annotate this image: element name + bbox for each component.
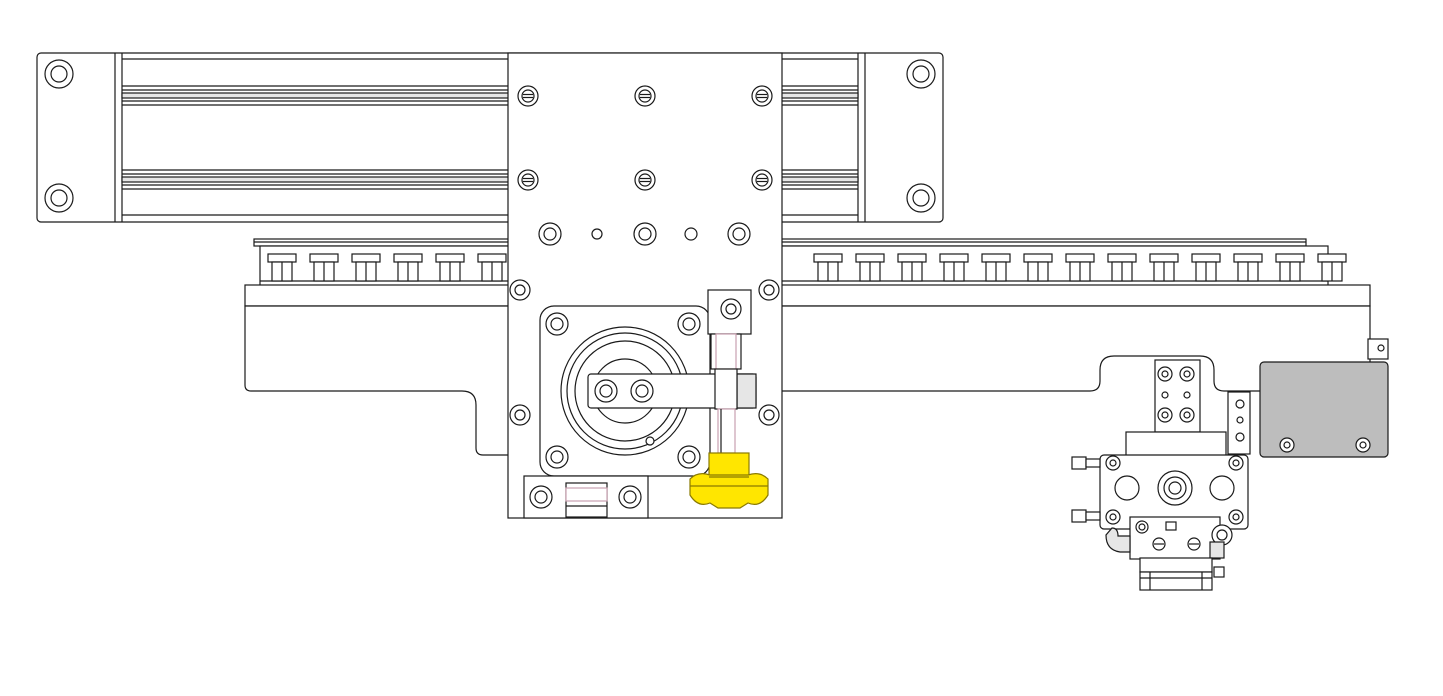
rail-tooth: [1107, 253, 1137, 282]
bottom-lock-screws: [529, 485, 642, 509]
bottom-sensor-slide: [1139, 557, 1213, 591]
rail-tooth: [939, 253, 969, 282]
pin-hole-2: [684, 227, 698, 241]
slot-screw-grid: [517, 85, 773, 191]
carriage-plate: [507, 52, 783, 519]
sensor-actuator-assembly: [1071, 359, 1251, 591]
elbow-fitting-left: [1105, 527, 1131, 553]
rail-mount-hole-bl: [44, 183, 74, 213]
elbow-fitting-right: [1209, 524, 1233, 578]
slotted-screw: [634, 85, 656, 107]
clamp-knob: [689, 452, 769, 509]
rail-tooth: [351, 253, 381, 282]
rail-tooth: [393, 253, 423, 282]
air-fitting-bottom: [1071, 509, 1101, 523]
rail-tooth: [267, 253, 297, 282]
rail-tooth: [1317, 253, 1347, 282]
right-bracket-tab-hole: [1377, 344, 1385, 352]
actuator-center-shaft: [1157, 470, 1193, 506]
rail-tooth: [435, 253, 465, 282]
rail-tooth: [1023, 253, 1053, 282]
rail-outer-frame: [36, 52, 944, 223]
rail-tooth: [477, 253, 507, 282]
rail-tooth: [1065, 253, 1095, 282]
mount-bracket-holes: [1157, 366, 1195, 423]
actuator-port-right: [1209, 475, 1235, 501]
counterbore-row: [538, 222, 751, 246]
rail-tooth: [981, 253, 1011, 282]
pin-hole: [591, 228, 603, 240]
rail-tooth: [309, 253, 339, 282]
slotted-screw: [517, 85, 539, 107]
lever-end-block: [736, 373, 757, 409]
rail-mount-hole-tl: [44, 59, 74, 89]
actuator-body-screws: [1105, 455, 1244, 525]
side-cover-plate-body: [1259, 361, 1389, 458]
side-cover-plate: [1259, 361, 1389, 458]
rail-tooth: [1191, 253, 1221, 282]
lever-bolts: [594, 379, 654, 403]
rail-tooth: [897, 253, 927, 282]
rail-mount-hole-tr: [906, 59, 936, 89]
lower-carriage-rail: [244, 238, 1389, 456]
actuator-top-block: [1125, 431, 1227, 457]
slotted-screw: [634, 169, 656, 191]
carriage-corner-screws: [509, 279, 780, 426]
rail-mount-hole-br: [906, 183, 936, 213]
upper-rail-profile: [36, 52, 944, 223]
base-plate-left-lobe: [244, 305, 511, 456]
rail-tooth-row: [267, 253, 1347, 282]
rail-tooth: [813, 253, 843, 282]
slotted-screw: [751, 169, 773, 191]
rail-tooth: [855, 253, 885, 282]
rail-tooth: [1149, 253, 1179, 282]
lower-rail-body: [259, 245, 1329, 287]
bottom-lock-slider: [565, 482, 608, 518]
rail-tooth: [1233, 253, 1263, 282]
rail-tooth: [1275, 253, 1305, 282]
slotted-screw: [517, 169, 539, 191]
guide-block: [707, 289, 752, 454]
rotary-housing-screws: [545, 312, 701, 469]
side-cover-screws: [1279, 437, 1371, 453]
rail-groove-top: [121, 58, 859, 106]
slotted-screw: [751, 85, 773, 107]
actuator-port-left: [1114, 475, 1140, 501]
lower-block-details: [1135, 520, 1201, 551]
base-plate-top: [244, 284, 1371, 307]
air-fitting-top: [1071, 456, 1101, 470]
